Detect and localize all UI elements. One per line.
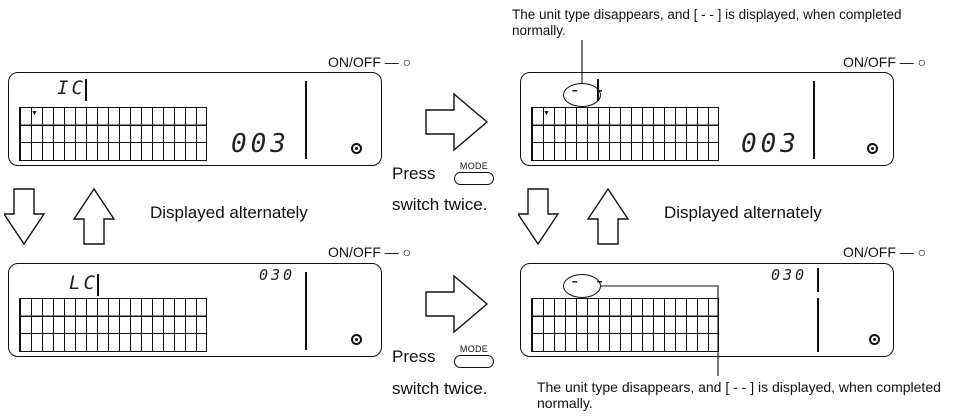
leader-line-bottom <box>600 285 719 376</box>
indicator-knob-icon <box>869 334 880 345</box>
on-off-label-top-left: ON/OFF — ○ <box>328 54 412 70</box>
lcd-segment-grid <box>531 298 719 352</box>
address-value-segment: 003 <box>231 129 290 159</box>
pointer-triangle-icon: ▼ <box>543 110 550 117</box>
lcd-vertical-bar <box>813 81 815 159</box>
segment-separator <box>97 274 99 296</box>
address-value-segment: 030 <box>771 266 808 284</box>
lcd-display-top-left: IC ▼ 003 <box>8 72 382 166</box>
unit-code-segment: LC <box>69 272 98 294</box>
arrow-down-icon <box>4 188 46 246</box>
displayed-alternately-left: Displayed alternately <box>150 203 308 222</box>
completion-note-top: The unit type disappears, and [ - - ] is… <box>512 7 902 38</box>
press-label-bottom: Press <box>392 347 436 366</box>
lcd-display-bottom-left: LC 030 <box>8 263 382 357</box>
lcd-display-top-right: - - ▼ 003 <box>520 72 894 166</box>
arrow-up-icon <box>586 187 630 245</box>
pointer-triangle-icon: ▼ <box>31 110 38 117</box>
alternation-arrows-right-icon <box>518 187 630 246</box>
lcd-segment-grid <box>19 107 207 161</box>
arrow-right-bottom-icon <box>425 274 489 334</box>
segment-separator <box>817 268 819 292</box>
alternation-arrows-icon <box>4 187 116 246</box>
mode-switch-icon-bottom: MODE <box>452 344 496 370</box>
indicator-knob-icon <box>351 334 362 345</box>
switch-twice-top: switch twice. <box>392 195 488 214</box>
on-off-label-top-right: ON/OFF — ○ <box>843 54 927 70</box>
completion-note-bottom: The unit type disappears, and [ - - ] is… <box>537 379 941 411</box>
segment-separator <box>597 79 599 101</box>
lcd-segment-grid <box>19 298 207 352</box>
address-value-segment: 003 <box>741 129 800 159</box>
lcd-vertical-bar <box>817 298 819 352</box>
segment-separator <box>85 79 87 101</box>
lcd-vertical-bar <box>305 81 307 159</box>
indicator-knob-icon <box>867 143 878 154</box>
arrow-up-icon <box>72 187 116 245</box>
on-off-label-bottom-right: ON/OFF — ○ <box>843 244 927 260</box>
lcd-segment-grid <box>531 107 719 161</box>
arrow-right-top-icon <box>425 92 489 152</box>
lcd-display-bottom-right: - - 030 <box>520 263 894 357</box>
press-label-top: Press <box>392 164 436 183</box>
address-value-segment: 030 <box>259 266 296 284</box>
on-off-label-bottom-left: ON/OFF — ○ <box>328 244 412 260</box>
lcd-vertical-bar <box>305 272 307 350</box>
switch-twice-bottom: switch twice. <box>392 379 488 398</box>
arrow-down-icon <box>518 188 560 246</box>
unit-code-segment: IC <box>57 77 86 99</box>
indicator-knob-icon <box>351 143 362 154</box>
mode-switch-icon-top: MODE <box>452 161 496 187</box>
displayed-alternately-right: Displayed alternately <box>664 203 822 222</box>
